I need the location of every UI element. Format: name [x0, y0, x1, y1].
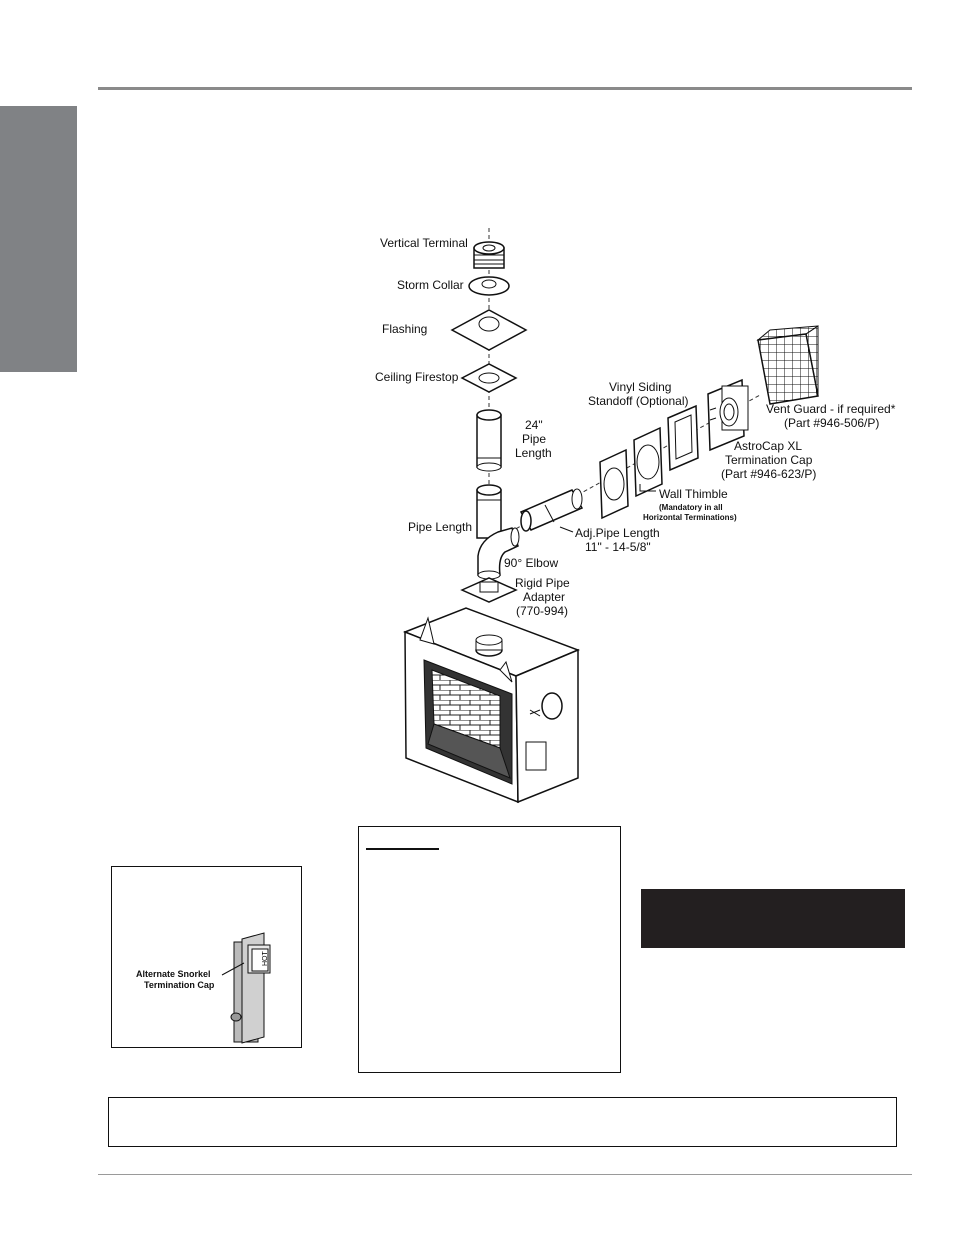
label-vinyl-line2: Standoff (Optional) — [588, 394, 689, 408]
label-adapter-line3: (770-994) — [516, 604, 568, 618]
rigid-pipe-adapter-part — [460, 577, 518, 603]
label-wall-thimble: Wall Thimble — [659, 487, 728, 501]
label-vertical-terminal: Vertical Terminal — [380, 236, 468, 250]
label-astrocap-line2: Termination Cap — [725, 453, 813, 467]
label-pipe-24-line3: Length — [515, 446, 552, 460]
pipe-24-part — [476, 409, 502, 472]
note-heading-underline — [366, 848, 439, 850]
label-adj-pipe-line1: Adj.Pipe Length — [575, 526, 660, 540]
label-vinyl-line1: Vinyl Siding — [609, 380, 671, 394]
label-adapter-line2: Adapter — [523, 590, 565, 604]
snorkel-hot-text: HOT — [262, 951, 269, 967]
astrocap-termination-part — [707, 378, 749, 452]
snorkel-figure-box: HOT Alternate Snorkel Termination Cap — [111, 866, 302, 1048]
vinyl-siding-standoff-part — [667, 404, 699, 472]
ceiling-firestop-part — [460, 363, 518, 393]
flashing-part — [450, 309, 528, 351]
label-vent-guard-line1: Vent Guard - if required* — [766, 402, 896, 416]
adjustable-pipe-part — [519, 488, 584, 532]
label-wall-thimble-note-line1: (Mandatory in all — [659, 503, 723, 512]
label-adj-pipe-line2: 11" - 14-5/8" — [585, 540, 651, 554]
label-elbow: 90° Elbow — [504, 556, 558, 570]
vent-guard-part — [756, 325, 819, 405]
snorkel-label-line1: Alternate Snorkel — [136, 969, 211, 979]
label-pipe-length: Pipe Length — [408, 520, 472, 534]
fireplace-unit — [402, 607, 581, 804]
label-astrocap-line3: (Part #946-623/P) — [721, 467, 816, 481]
label-wall-thimble-note-line2: Horizontal Terminations) — [643, 513, 737, 522]
wall-thimble-part — [599, 426, 663, 520]
label-adapter-line1: Rigid Pipe — [515, 576, 570, 590]
note-box — [358, 826, 621, 1073]
snorkel-label-line2: Termination Cap — [144, 980, 215, 990]
vertical-terminal-part — [473, 241, 505, 269]
label-pipe-24-line2: Pipe — [522, 432, 546, 446]
label-flashing: Flashing — [382, 322, 427, 336]
pipe-length-part — [476, 484, 502, 539]
label-ceiling-firestop: Ceiling Firestop — [375, 370, 459, 384]
bottom-note-box — [108, 1097, 897, 1147]
section-side-tab — [0, 106, 77, 372]
snorkel-illustration: HOT Alternate Snorkel Termination Cap — [136, 932, 271, 1044]
label-vent-guard-line2: (Part #946-506/P) — [784, 416, 879, 430]
label-storm-collar: Storm Collar — [397, 278, 464, 292]
footer-rule — [98, 1174, 912, 1175]
warning-banner — [641, 889, 905, 948]
elbow-part — [477, 527, 520, 580]
header-rule — [98, 87, 912, 90]
storm-collar-part — [468, 276, 510, 296]
label-pipe-24-line1: 24" — [525, 418, 543, 432]
label-astrocap-line1: AstroCap XL — [734, 439, 802, 453]
venting-components-diagram: Vertical Terminal Storm Collar Flashing … — [375, 228, 896, 804]
